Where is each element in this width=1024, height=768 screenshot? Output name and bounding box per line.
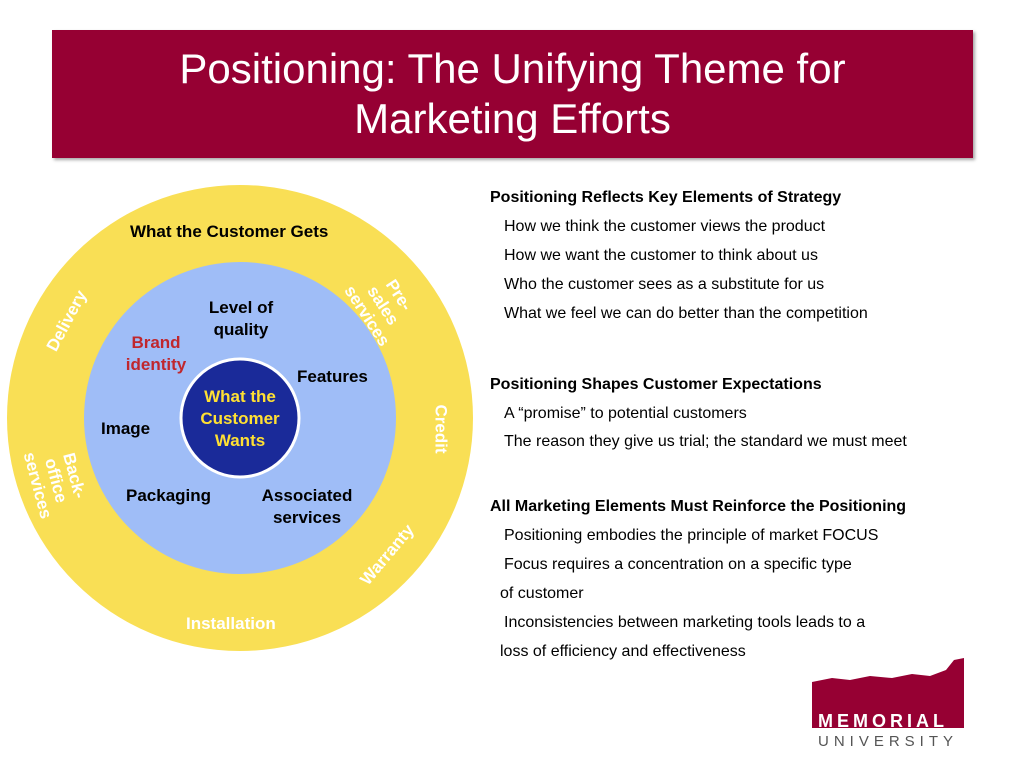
label-packaging: Packaging bbox=[126, 486, 212, 505]
bullet-item: The reason they give us trial; the stand… bbox=[504, 433, 907, 450]
slide-title: Positioning: The Unifying Theme for Mark… bbox=[179, 45, 846, 142]
label-installation: Installation bbox=[186, 614, 276, 633]
section-heading: All Marketing Elements Must Reinforce th… bbox=[490, 498, 907, 515]
logo-text-memorial: MEMORIAL bbox=[818, 711, 948, 731]
bullet-item: Inconsistencies between marketing tools … bbox=[504, 614, 866, 631]
outer-ring-title: What the Customer Gets bbox=[130, 222, 329, 241]
label-level-of-quality: Level of quality bbox=[208, 298, 274, 339]
bullet-item: How we want the customer to think about … bbox=[504, 247, 818, 264]
bullet-item: How we think the customer views the prod… bbox=[504, 218, 826, 235]
bullet-item: What we feel we can do better than the c… bbox=[504, 305, 868, 322]
label-brand-identity: Brand identity bbox=[125, 333, 187, 374]
concentric-circles bbox=[7, 185, 473, 651]
logo-text-university: UNIVERSITY bbox=[818, 733, 959, 750]
bullet-item: of customer bbox=[500, 585, 584, 602]
positioning-diagram: What the Customer Gets Delivery Pre-sale… bbox=[0, 160, 480, 768]
label-image: Image bbox=[101, 419, 151, 438]
label-features: Features bbox=[297, 367, 368, 386]
core-circle bbox=[179, 357, 301, 479]
bullet-item: loss of efficiency and effectiveness bbox=[500, 643, 746, 660]
bullet-item: Who the customer sees as a substitute fo… bbox=[504, 276, 825, 293]
section-heading: Positioning Shapes Customer Expectations bbox=[490, 376, 822, 393]
logo-shape bbox=[812, 658, 964, 728]
title-bar: Positioning: The Unifying Theme for Mark… bbox=[52, 30, 973, 158]
label-core-what-the-customer-wants: What the Customer Wants bbox=[200, 387, 280, 450]
label-credit: Credit bbox=[431, 404, 451, 454]
memorial-university-logo bbox=[812, 658, 964, 728]
section-heading: Positioning Reflects Key Elements of Str… bbox=[490, 189, 842, 206]
bullet-item: Focus requires a concentration on a spec… bbox=[504, 556, 852, 573]
bullet-item: Positioning embodies the principle of ma… bbox=[504, 527, 879, 544]
bullet-list: Positioning Reflects Key Elements of Str… bbox=[490, 183, 1015, 666]
bullet-item: A “promise” to potential customers bbox=[504, 405, 747, 422]
label-associated-services: Associated services bbox=[261, 486, 353, 527]
